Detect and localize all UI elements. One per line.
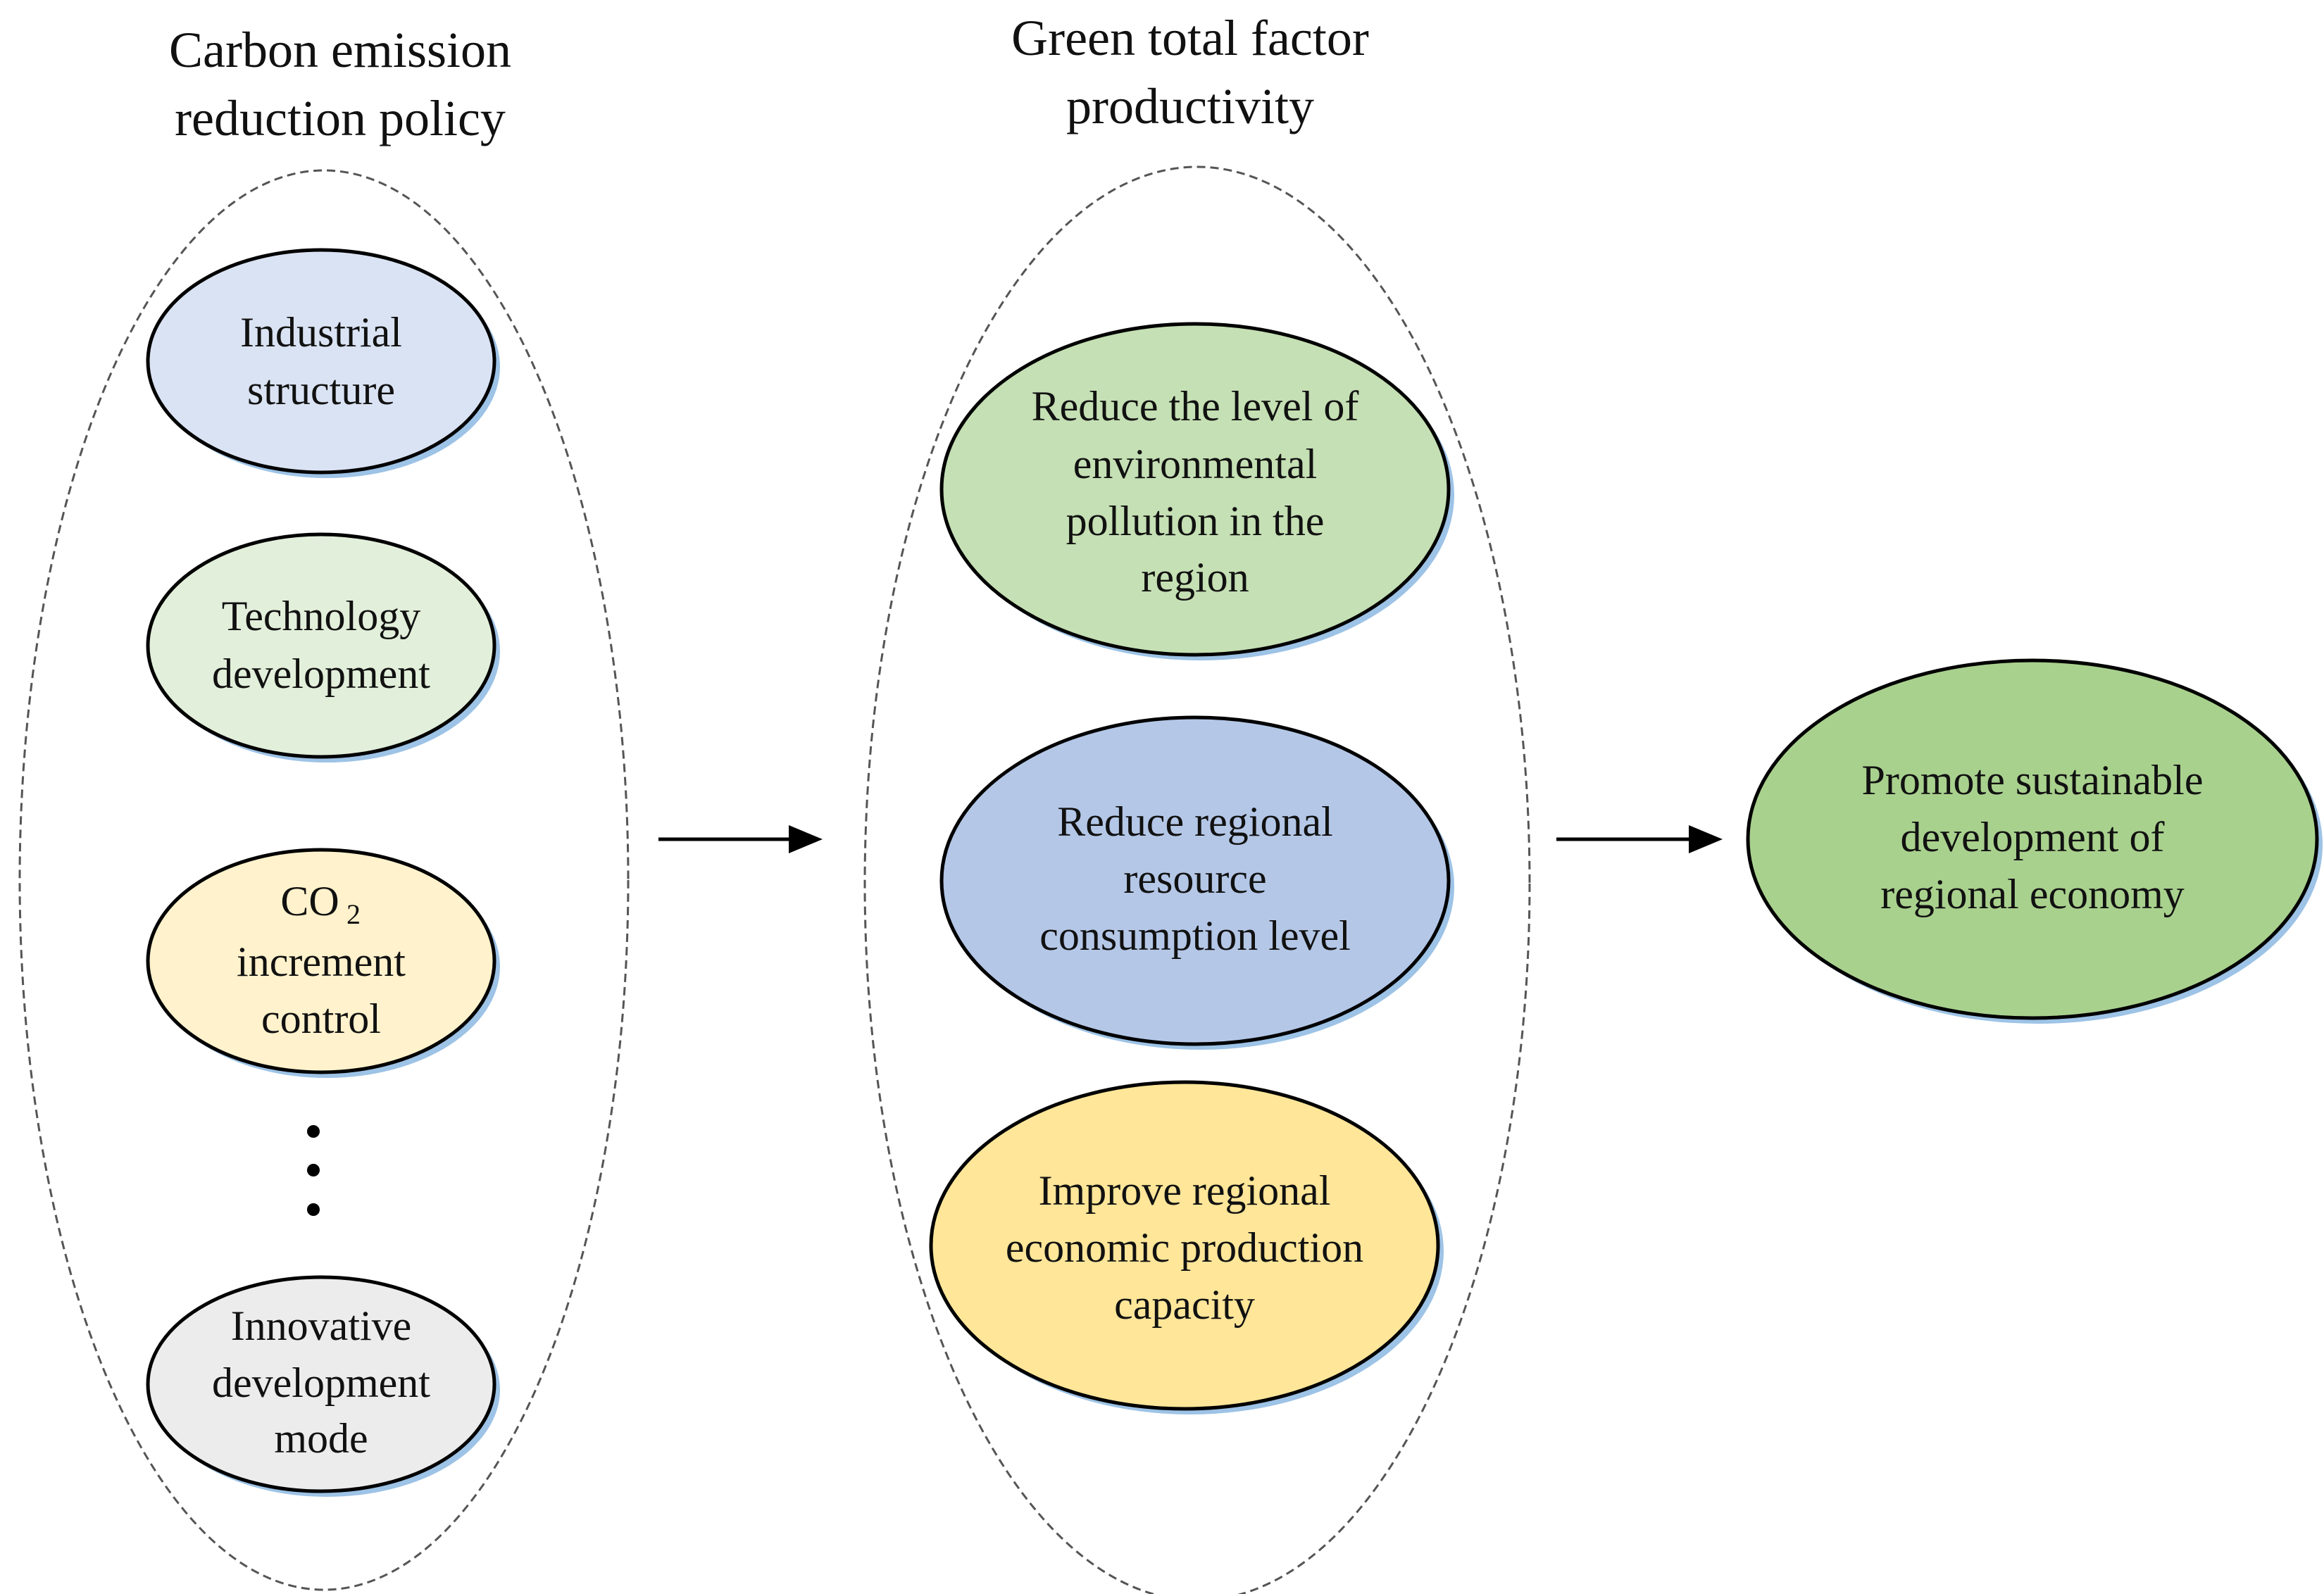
arrow-middle-to-right (1556, 825, 1723, 853)
node-ellipse (939, 715, 1451, 1046)
ellipsis-dot (307, 1125, 320, 1138)
node-label-line4: region (1141, 554, 1249, 601)
node-industrial-structure: Industrial structure (146, 248, 500, 478)
arrow-left-to-middle (658, 825, 823, 853)
node-reduce-pollution: Reduce the level of environmental pollut… (939, 322, 1454, 660)
node-ellipse (146, 848, 496, 1074)
node-reduce-resource: Reduce regional resource consumption lev… (939, 715, 1454, 1050)
node-label-line1: Industrial (240, 309, 402, 356)
middle-group-boundary (863, 165, 1531, 1594)
node-label-line2: increment (237, 939, 406, 985)
arrow-head (789, 825, 823, 853)
node-label-line2: environmental (1073, 441, 1318, 487)
node-ellipse (929, 1080, 1440, 1411)
node-label-line2: structure (247, 367, 395, 413)
node-label-line3: mode (274, 1415, 368, 1462)
node-label-line1: Reduce the level of (1032, 383, 1359, 429)
node-ellipse (146, 1275, 496, 1493)
node-ellipse (939, 322, 1451, 657)
middle-group-title-line2: productivity (1066, 78, 1314, 134)
node-label-subscript: 2 (346, 898, 361, 930)
node-promote-sustainable: Promote sustainable development of regio… (1746, 658, 2323, 1024)
node-technology-development: Technology development (146, 532, 500, 763)
arrow-head (1689, 825, 1723, 853)
node-label-line1: Reduce regional (1057, 798, 1333, 845)
node-label-line1: Innovative (231, 1303, 412, 1349)
left-group-title-line1: Carbon emission (169, 22, 511, 78)
node-label-line3: control (261, 996, 381, 1042)
node-label-line2: development (212, 651, 430, 697)
node-label-line1: Promote sustainable (1862, 757, 2204, 803)
node-label-line3: pollution in the (1066, 498, 1325, 544)
middle-group-title-line1: Green total factor (1011, 10, 1369, 66)
node-label-line1: Technology (222, 593, 420, 639)
node-label-line1: CO (280, 878, 339, 924)
node-innovative-development-mode: Innovative development mode (146, 1275, 500, 1497)
node-label-line2: development (212, 1360, 430, 1406)
left-group-title-line2: reduction policy (175, 90, 506, 146)
node-co2-increment-control: CO 2 increment control (146, 848, 500, 1078)
node-improve-capacity: Improve regional economic production cap… (929, 1080, 1444, 1414)
node-label-line3: consumption level (1039, 912, 1351, 959)
node-label-line3: capacity (1114, 1281, 1255, 1328)
ellipsis-dot (307, 1203, 320, 1216)
node-ellipse (146, 248, 496, 475)
node-label-line2: development of (1901, 814, 2165, 860)
ellipsis-dot (307, 1164, 320, 1176)
node-label-line2: economic production (1006, 1224, 1363, 1271)
node-label-line3: regional economy (1880, 871, 2185, 917)
node-ellipse (146, 532, 496, 759)
node-label-line1: Improve regional (1039, 1167, 1331, 1214)
node-label-line2: resource (1123, 855, 1266, 902)
node-ellipse (1746, 658, 2319, 1020)
left-group-boundary (18, 169, 630, 1591)
